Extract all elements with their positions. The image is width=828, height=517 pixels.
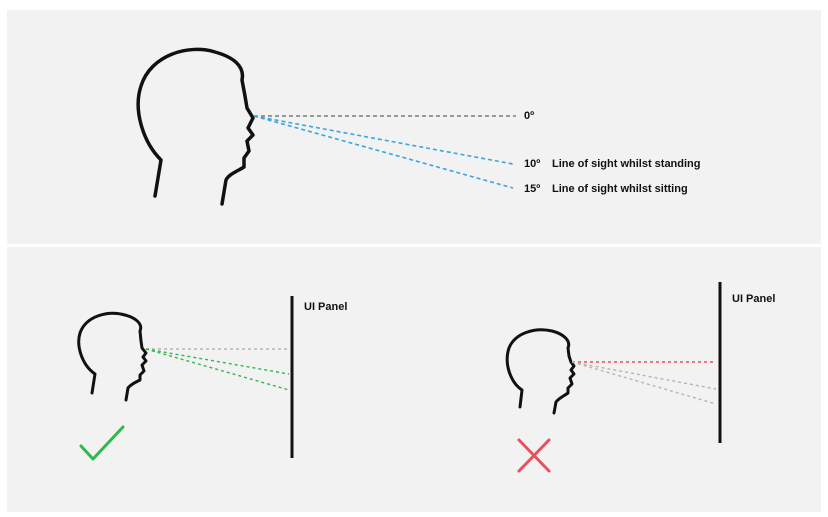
angle-label-10: 10º (524, 158, 544, 170)
angle-description-15: Line of sight whilst sitting (552, 183, 688, 195)
good-sightline-10 (146, 349, 289, 374)
cross-icon (519, 440, 549, 471)
bad-sightline-15 (572, 362, 716, 404)
ui-panel-label-left: UI Panel (304, 301, 347, 313)
sightline-10-degrees (254, 116, 513, 164)
head-profile-bad (507, 330, 574, 413)
sightline-15-degrees (254, 116, 513, 188)
top-sightlines (254, 116, 516, 188)
check-icon (81, 427, 123, 459)
ui-panel-label-right: UI Panel (732, 293, 775, 305)
head-profile-good (79, 313, 146, 400)
angle-label-0: 0º (524, 110, 544, 122)
good-sightline-15 (146, 349, 289, 390)
bad-sightlines (572, 362, 716, 404)
head-profile-large (138, 49, 253, 204)
good-sightlines (146, 349, 289, 390)
angle-description-10: Line of sight whilst standing (552, 158, 701, 170)
angle-label-15: 15º (524, 183, 544, 195)
bad-sightline-10 (572, 362, 716, 389)
